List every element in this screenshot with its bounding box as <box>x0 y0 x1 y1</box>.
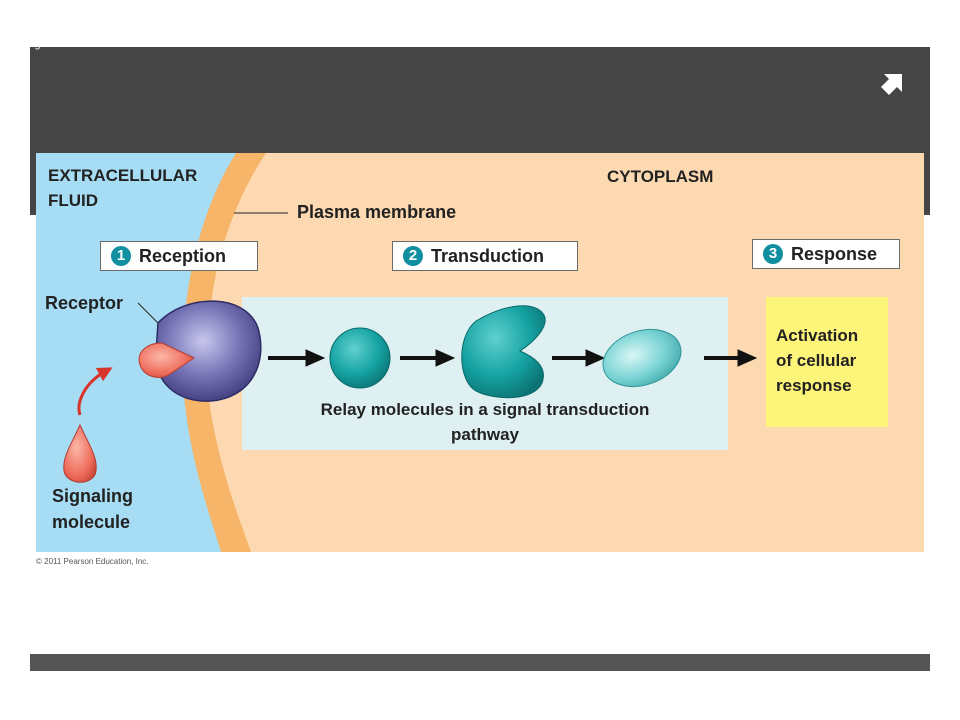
receptor-shape <box>155 300 262 402</box>
bound-signaling-molecule <box>138 342 196 378</box>
relay-label: Relay molecules in a signal transduction <box>320 400 650 419</box>
response-label-line2: of cellular <box>776 351 857 370</box>
step-label: Transduction <box>431 245 545 266</box>
step-number: 1 <box>111 246 131 266</box>
extracellular-label: EXTRACELLULAR <box>48 166 198 185</box>
relay-label-line2: pathway <box>450 425 520 444</box>
relay-molecule-sphere <box>329 327 391 389</box>
pathway-arrows <box>268 349 758 367</box>
step-number: 3 <box>763 244 783 264</box>
response-area <box>766 297 888 427</box>
plasma-membrane-label: Plasma membrane <box>297 202 457 222</box>
slide-footer-bar <box>30 654 930 671</box>
step-response: 3 Response <box>752 239 900 269</box>
step-reception: 1 Reception <box>100 241 258 271</box>
relay-molecule-ellipse <box>602 329 682 387</box>
signal-transduction-diagram: EXTRACELLULAR FLUID CYTOPLASM Plasma mem… <box>36 153 924 552</box>
relay-molecule-kidney <box>461 305 546 399</box>
extracellular-label-line2: FLUID <box>48 191 99 210</box>
cytoplasm-label: CYTOPLASM <box>607 167 714 186</box>
free-signaling-molecule <box>63 423 97 483</box>
arrow-up-right-icon[interactable] <box>874 62 914 102</box>
step-number: 2 <box>403 246 423 266</box>
signaling-molecule-label: Signaling <box>52 486 133 506</box>
step-label: Reception <box>139 245 227 266</box>
copyright-text: © 2011 Pearson Education, Inc. <box>36 557 149 566</box>
step-transduction: 2 Transduction <box>392 241 578 271</box>
step-label: Response <box>791 243 878 264</box>
response-label-line3: response <box>776 376 852 395</box>
receptor-label: Receptor <box>45 293 124 313</box>
signaling-molecule-label-line2: molecule <box>52 512 131 532</box>
response-label: Activation <box>776 326 859 345</box>
diagram-foreground <box>63 300 758 483</box>
binding-arrow <box>77 367 113 416</box>
figure-label: igure 11.6-3 <box>32 38 90 50</box>
